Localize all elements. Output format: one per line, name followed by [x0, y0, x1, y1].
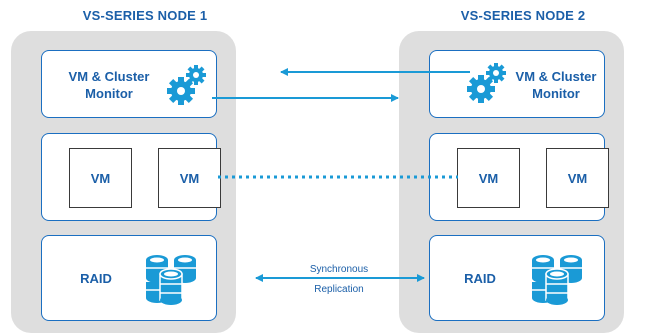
node-2-monitor-panel: VM & Cluster Monitor: [429, 50, 605, 118]
node-2-raid-panel: RAID: [429, 235, 605, 321]
node-2-container: VM & Cluster Monitor VM VM RAID: [399, 31, 624, 333]
node-1-raid-label: RAID: [80, 271, 112, 286]
node-2-monitor-label: VM & Cluster Monitor: [506, 68, 606, 102]
node-1-container: VM & Cluster Monitor: [11, 31, 236, 333]
node-1-vm-2[interactable]: VM: [158, 148, 221, 208]
node-1-raid-panel: RAID: [41, 235, 217, 321]
replication-label-line1: Synchronous: [309, 264, 369, 275]
node-2-vm-1[interactable]: VM: [457, 148, 520, 208]
node-2-monitor-label-line2: Monitor: [532, 86, 580, 101]
node-1-vm-1[interactable]: VM: [69, 148, 132, 208]
node-2-title: VS-SERIES NODE 2: [460, 8, 586, 23]
node-1-vm-panel: VM VM: [41, 133, 221, 221]
node-2-vm-2[interactable]: VM: [546, 148, 609, 208]
node-2-vm-panel: VM VM: [429, 133, 609, 221]
node-1-monitor-label-line1: VM & Cluster: [68, 69, 150, 84]
database-stack-icon: [532, 255, 582, 305]
node-2-monitor-label-line1: VM & Cluster: [515, 69, 597, 84]
node-1-monitor-label: VM & Cluster Monitor: [54, 68, 164, 102]
replication-label-line2: Replication: [314, 284, 364, 295]
gears-icon: [167, 65, 206, 105]
node-1-monitor-label-line2: Monitor: [85, 86, 133, 101]
node-1-title: VS-SERIES NODE 1: [82, 8, 208, 23]
database-stack-icon: [146, 255, 196, 305]
node-2-raid-label: RAID: [464, 271, 496, 286]
gears-icon: [467, 63, 506, 103]
node-1-monitor-panel: VM & Cluster Monitor: [41, 50, 217, 118]
